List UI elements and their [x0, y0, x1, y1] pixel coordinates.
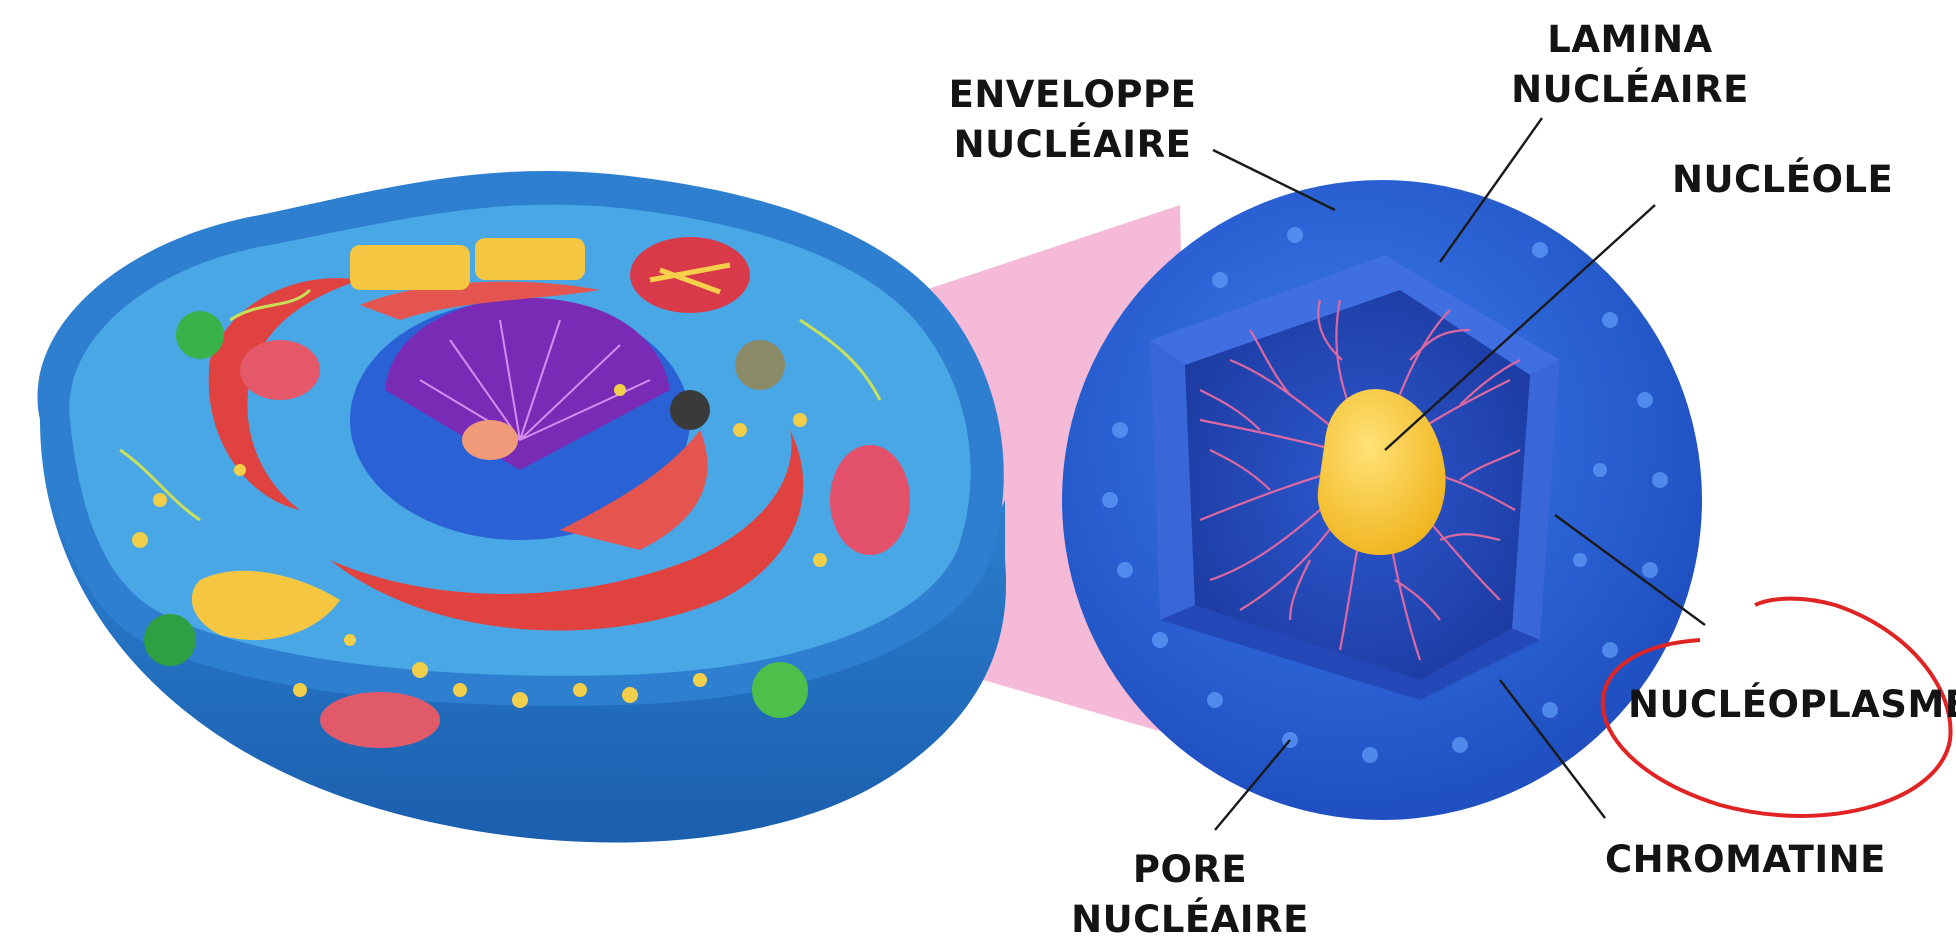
- golgi-apparatus: [350, 245, 470, 290]
- label-chromatine: CHROMATINE: [1605, 835, 1886, 885]
- label-enveloppe-line2: NUCLÉAIRE: [945, 120, 1200, 170]
- label-enveloppe-nucleaire: ENVELOPPE NUCLÉAIRE: [945, 70, 1200, 170]
- label-pore-line1: PORE: [1065, 845, 1315, 895]
- label-pore-line2: NUCLÉAIRE: [1065, 895, 1315, 945]
- label-nucleole: NUCLÉOLE: [1672, 155, 1893, 205]
- label-enveloppe-line1: ENVELOPPE: [945, 70, 1200, 120]
- label-pore-nucleaire: PORE NUCLÉAIRE: [1065, 845, 1315, 945]
- lysosome: [176, 311, 224, 359]
- label-lamina-line2: NUCLÉAIRE: [1505, 65, 1755, 115]
- label-lamina-nucleaire: LAMINA NUCLÉAIRE: [1505, 15, 1755, 115]
- cell-nucleolus: [462, 420, 518, 460]
- cell-illustration: [37, 171, 1006, 843]
- label-lamina-line1: LAMINA: [1505, 15, 1755, 65]
- label-nucleoplasme: NUCLÉOPLASME: [1628, 680, 1956, 730]
